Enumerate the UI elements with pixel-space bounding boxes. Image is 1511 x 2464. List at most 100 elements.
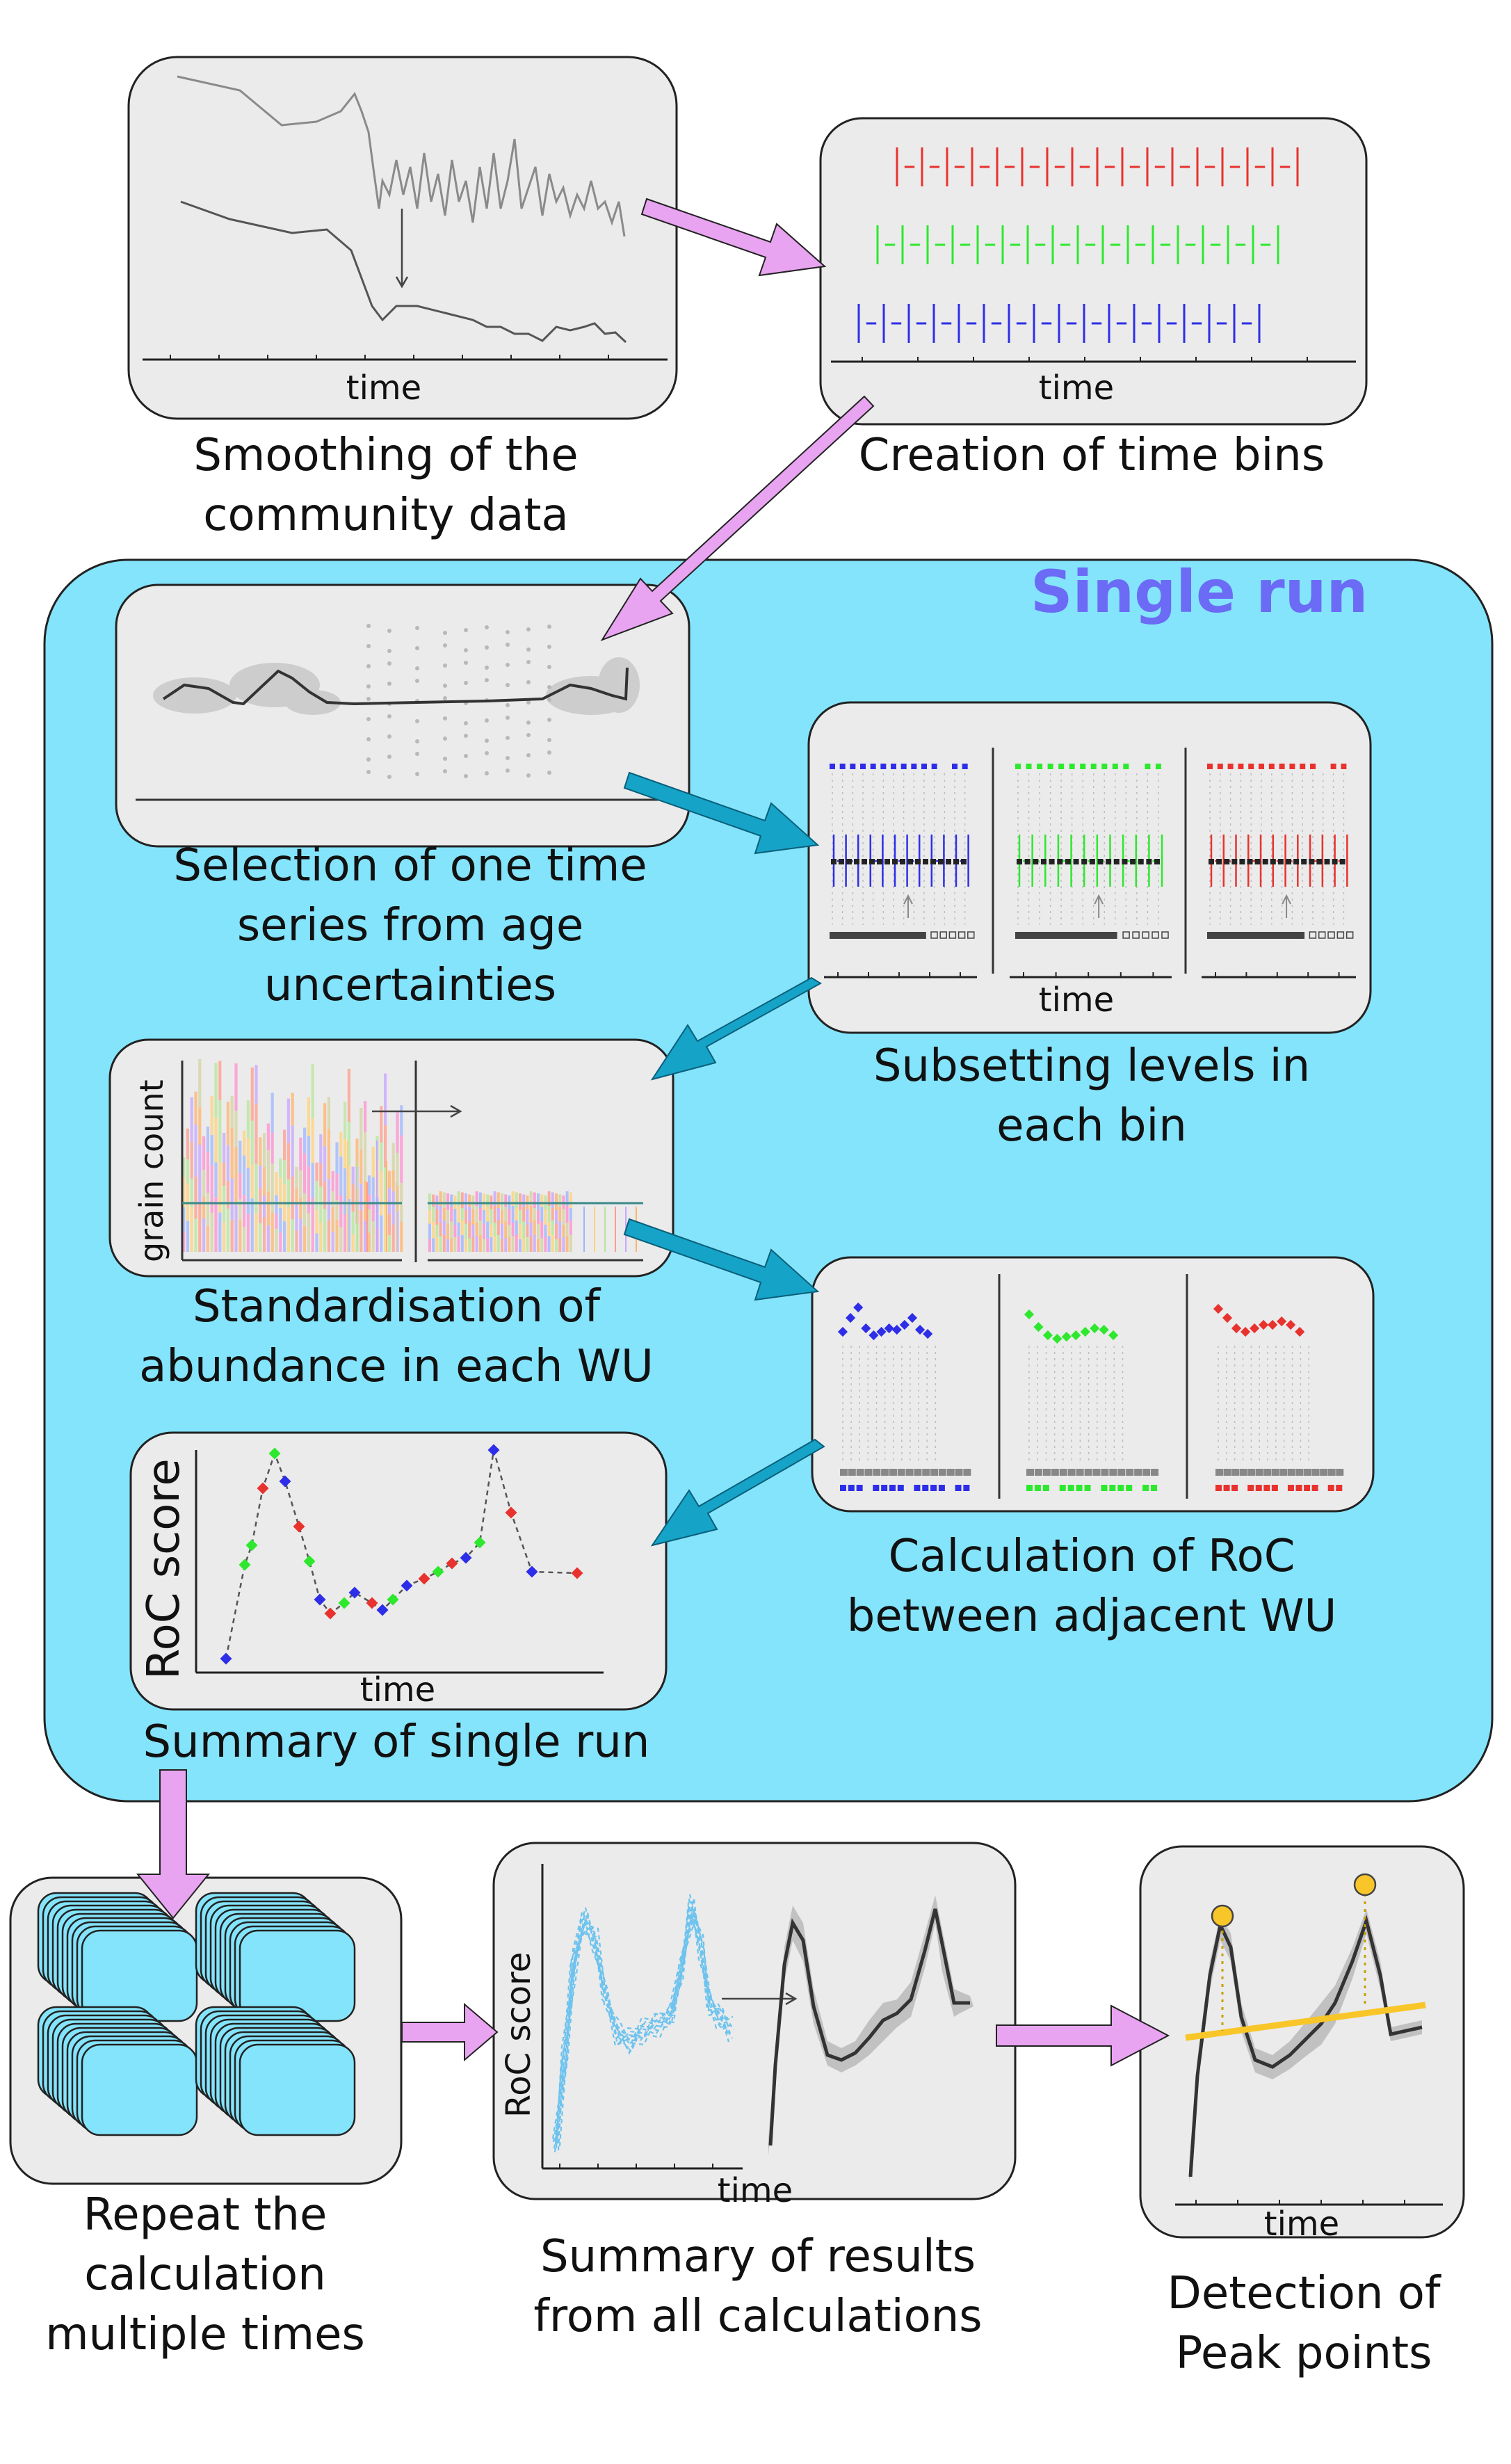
standardised-bar <box>446 1193 449 1210</box>
standardised-bar <box>522 1238 526 1252</box>
standardised-bar <box>432 1238 435 1252</box>
level-marker <box>961 859 967 864</box>
bin-marker <box>1207 764 1213 769</box>
standardised-bar <box>471 1209 475 1225</box>
panel-summary-single <box>129 1431 668 1711</box>
standardised-bar <box>533 1192 536 1208</box>
level-marker <box>1284 932 1289 939</box>
standardised-bar <box>486 1221 490 1239</box>
bin-marker <box>839 764 846 769</box>
peak-point-1 <box>1211 1904 1234 1928</box>
abundance-bar <box>339 1132 343 1157</box>
abundance-bar <box>202 1136 206 1170</box>
abundance-bar <box>331 1207 334 1232</box>
panel-subsetting <box>807 701 1372 1034</box>
standardised-bar <box>508 1237 511 1252</box>
bin-marker <box>860 764 866 769</box>
level-marker <box>1042 1469 1051 1476</box>
roc-point <box>401 1579 413 1592</box>
roc-point <box>446 1557 458 1570</box>
abundance-bar <box>396 1152 399 1186</box>
abundance-bar <box>344 1102 347 1139</box>
abundance-bar <box>359 1107 363 1150</box>
bin-marker <box>1112 764 1118 769</box>
level-marker <box>1065 932 1071 939</box>
level-marker <box>1232 932 1238 939</box>
level-marker <box>1082 932 1088 939</box>
level-marker <box>1254 859 1261 864</box>
standardised-bar <box>569 1208 572 1221</box>
abundance-bar <box>279 1232 282 1252</box>
standardised-bar <box>558 1221 562 1239</box>
standardised-bar <box>519 1239 522 1252</box>
standardised-bar <box>490 1225 493 1237</box>
abundance-bar <box>351 1211 355 1234</box>
bin-row-red <box>896 147 1299 186</box>
caption-line: series from age <box>236 900 584 951</box>
abundance-bar <box>355 1138 359 1167</box>
standardised-bar <box>501 1239 503 1252</box>
abundance-bar <box>194 1125 197 1177</box>
summary-single-xlabel: time <box>359 1670 436 1709</box>
uncertainty-dot <box>387 734 391 739</box>
abundance-bar <box>311 1197 314 1252</box>
roc-point <box>876 1326 887 1337</box>
standardised-bar <box>537 1223 540 1239</box>
panel-standardisation <box>108 1038 674 1278</box>
bin-marker <box>955 1485 962 1491</box>
standardised-bar <box>453 1209 457 1225</box>
abundance-bar <box>384 1167 387 1200</box>
caption-line: Standardisation of <box>192 1281 601 1332</box>
summary-mean-line <box>768 1908 970 2146</box>
standardised-bar <box>540 1221 544 1239</box>
abundance-bar <box>319 1134 323 1164</box>
level-marker <box>845 932 850 939</box>
uncertainty-dot <box>415 666 419 670</box>
abundance-bar <box>202 1218 206 1252</box>
level-marker <box>1311 1469 1320 1476</box>
roc-point <box>1250 1323 1260 1334</box>
uncertainty-dot <box>464 661 468 665</box>
level-marker <box>1028 932 1034 939</box>
abundance-bar <box>230 1095 234 1128</box>
level-marker <box>1296 932 1302 939</box>
uncertainty-dot <box>387 649 391 653</box>
abundance-bar <box>315 1209 318 1234</box>
uncertainty-dot <box>443 736 447 741</box>
level-marker <box>1138 859 1144 864</box>
level-marker <box>1301 859 1307 864</box>
level-marker-open <box>1346 931 1354 939</box>
level-marker <box>854 859 859 864</box>
abundance-bar <box>364 1132 367 1181</box>
abundance-bar <box>243 1227 246 1252</box>
bin-marker <box>1151 1485 1158 1491</box>
uncertainty-dot <box>506 716 510 720</box>
uncertainty-dot <box>464 734 468 738</box>
abundance-bar <box>387 1235 391 1252</box>
abundance-bar <box>234 1110 238 1148</box>
uncertainty-dot <box>415 719 419 723</box>
level-marker <box>883 932 889 939</box>
abundance-bar <box>315 1162 318 1182</box>
level-marker <box>1038 932 1044 939</box>
standardised-bar <box>519 1193 522 1210</box>
panel-peaks <box>1139 1845 1465 2239</box>
standardised-bar <box>446 1223 449 1239</box>
level-marker <box>1290 932 1295 939</box>
bin-marker <box>1126 1485 1133 1491</box>
level-marker <box>1293 859 1300 864</box>
uncertainty-dot <box>443 696 447 700</box>
abundance-bar <box>275 1228 278 1252</box>
level-marker <box>914 932 920 939</box>
level-marker <box>1286 859 1291 864</box>
abundance-bar <box>286 1207 290 1252</box>
level-marker <box>1058 932 1064 939</box>
caption-line: between adjacent WU <box>846 1591 1337 1642</box>
level-marker <box>1049 859 1055 864</box>
abundance-bar <box>263 1167 266 1195</box>
level-marker <box>1213 932 1219 939</box>
standardised-bar <box>569 1221 572 1235</box>
uncertainty-dot <box>387 629 391 633</box>
level-marker <box>839 932 844 939</box>
abundance-bar <box>182 1177 186 1207</box>
